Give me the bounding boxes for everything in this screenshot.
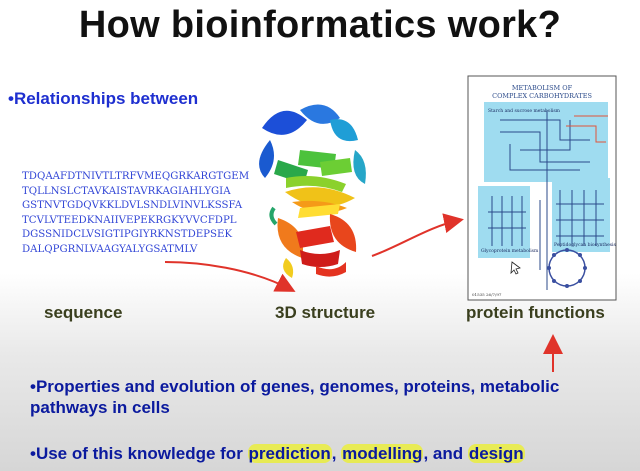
arrow-to-function [371, 213, 464, 257]
sequence-line: GSTNVTGDQVKKLDVLSNDLVINVLKSSFA [22, 200, 243, 211]
bullet2-sep1: , [331, 444, 342, 463]
highlight-prediction: prediction [247, 444, 332, 463]
protein-structure-image [259, 104, 366, 278]
bullet-use-knowledge: •Use of this knowledge for prediction, m… [30, 444, 525, 464]
sequence-line: TDQAAFDTNIVTLTRFVMEQGRKARGTGEM [22, 171, 250, 182]
relationships-heading: •Relationships between [8, 89, 199, 108]
label-3d-structure: 3D structure [275, 303, 376, 322]
sequence-line: TCVLVTEEDKNAIIVEPEKRGKYVVCFDPL [22, 214, 237, 226]
protein-sequence: TDQAAFDTNIVTLTRFVMEQGRKARGTGEM TQLLNSLCT… [22, 170, 249, 257]
sequence-line: DGSSNIDCLVSIGTIPGIYRKNSTDEPSEK [22, 229, 233, 240]
diagram-title-line1: METABOLISM OF [512, 84, 573, 92]
diagram-box2-label: Glycoprotein metabolism [481, 248, 539, 254]
bullet2-prefix: •Use of this knowledge for [30, 444, 248, 463]
arrow-to-structure [164, 261, 296, 292]
diagram-footer: 01535 26/7/97 [472, 292, 502, 297]
diagram-title-line2: COMPLEX CARBOHYDRATES [492, 92, 592, 100]
sequence-line: TQLLNSLCTAVKAISTAVRKAGIAHLYGIA [22, 185, 231, 197]
label-protein-functions: protein functions [466, 303, 605, 322]
metabolism-diagram: METABOLISM OF COMPLEX CARBOHYDRATES Star… [467, 75, 617, 301]
highlight-modelling: modelling [341, 444, 424, 463]
bullet2-sep2: , and [423, 444, 468, 463]
label-sequence: sequence [44, 303, 123, 322]
sequence-line: DALQPGRNLVAAGYALYGSATMLV [22, 243, 198, 255]
highlight-design: design [467, 444, 525, 463]
bullet-properties: •Properties and evolution of genes, geno… [30, 377, 560, 417]
diagram-box3-label: Peptidoglycan biosynthesis [554, 242, 616, 248]
cursor-icon [510, 261, 521, 275]
diagram-box1-label: Starch and sucrose metabolism [488, 108, 561, 114]
slide-title: How bioinformatics work? [78, 4, 562, 46]
